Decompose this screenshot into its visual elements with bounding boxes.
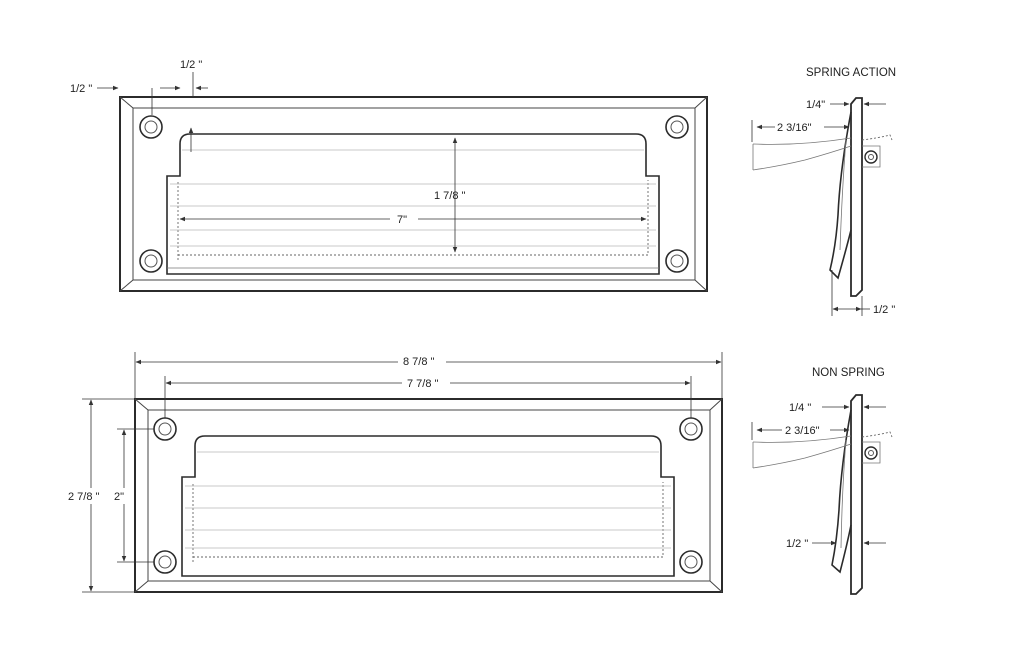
spring-dim-half: 1/2 " [873, 304, 895, 316]
screw-icon [153, 417, 177, 441]
spring-action-title: SPRING ACTION [806, 67, 896, 79]
spring-dim-quarter: 1/4" [806, 99, 825, 111]
bottom-front-view: 8 7/8 " 7 7/8 " 2 7/8 " 2" [66, 352, 723, 593]
non-spring-dim-quarter: 1/4 " [789, 402, 811, 414]
non-spring-profile: NON SPRING 1/4 " 2 3/16" 1/2 " [751, 367, 893, 595]
spring-dim-projection: 2 3/16" [777, 122, 812, 134]
screw-icon [679, 550, 703, 574]
dim-width-inner: 7" [397, 214, 407, 226]
screw-icon [153, 550, 177, 574]
non-spring-dim-projection: 2 3/16" [785, 425, 820, 437]
non-spring-dim-half: 1/2 " [786, 538, 808, 550]
top-front-view: 1/2 " 1/2 " 1 7/8 " 7" [70, 59, 708, 292]
dim-screw-height: 2" [114, 491, 124, 503]
screw-icon [679, 417, 703, 441]
dim-height-inner: 1 7/8 " [434, 190, 466, 202]
screw-icon [139, 249, 163, 273]
screw-icon [665, 115, 689, 139]
screw-icon [139, 115, 163, 139]
dim-screw-spacing: 7 7/8 " [407, 378, 439, 390]
spring-action-profile: SPRING ACTION 1/4" 2 3/16" 1/2 " [751, 67, 896, 316]
dim-overall-height: 2 7/8 " [68, 491, 100, 503]
screw-icon [665, 249, 689, 273]
dim-overall-width: 8 7/8 " [403, 356, 435, 368]
dim-half-left: 1/2 " [70, 83, 92, 95]
dim-half-top: 1/2 " [180, 59, 202, 71]
non-spring-title: NON SPRING [812, 367, 885, 379]
